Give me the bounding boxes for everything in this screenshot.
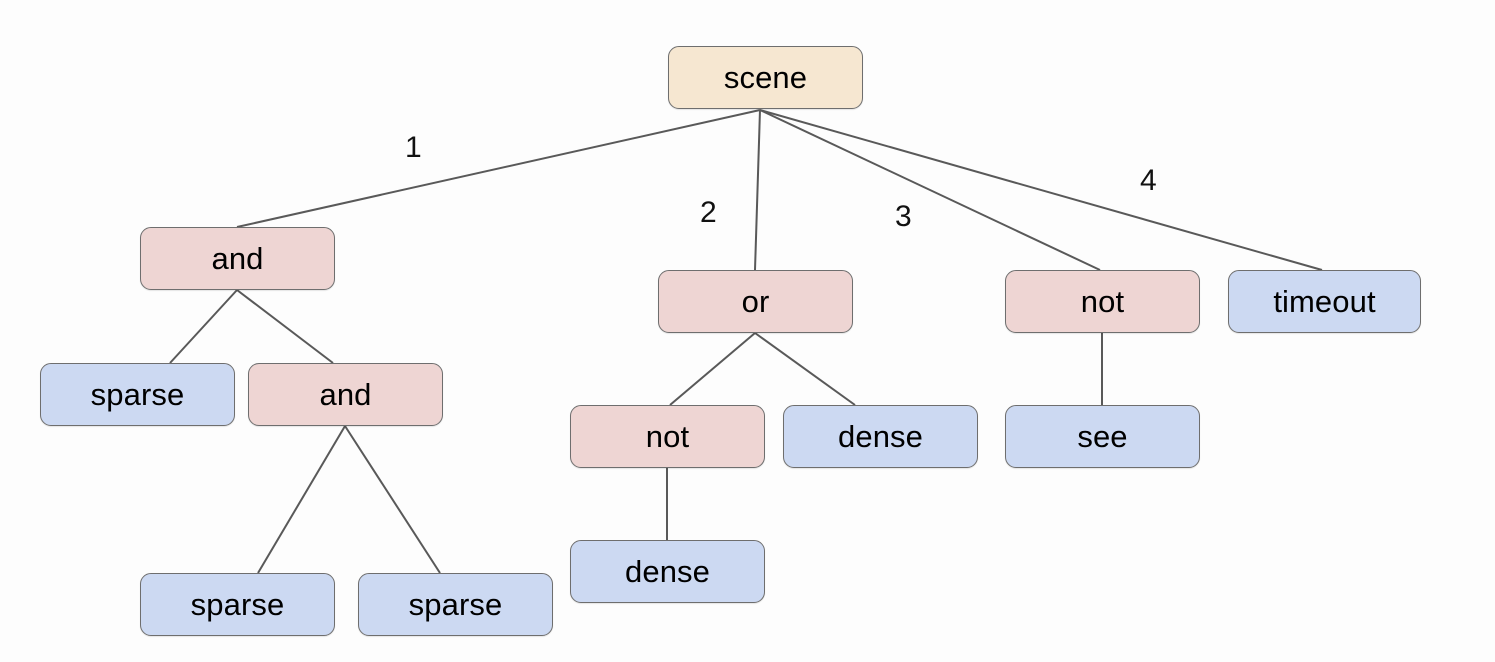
tree-node-sparse2[interactable]: sparse <box>140 573 335 636</box>
tree-edge <box>754 109 761 271</box>
tree-node-see1[interactable]: see <box>1005 405 1200 468</box>
tree-edge <box>754 332 856 406</box>
tree-edge <box>669 332 756 406</box>
tree-edge <box>169 289 238 364</box>
tree-node-sparse1[interactable]: sparse <box>40 363 235 426</box>
tree-node-label: not <box>645 419 690 454</box>
tree-edge <box>257 425 346 574</box>
tree-node-label: timeout <box>1273 284 1376 319</box>
tree-node-not2[interactable]: not <box>1005 270 1200 333</box>
tree-node-not1[interactable]: not <box>570 405 765 468</box>
tree-node-or1[interactable]: or <box>658 270 853 333</box>
tree-node-dense2[interactable]: dense <box>570 540 765 603</box>
edge-label-1: 1 <box>405 131 422 164</box>
tree-edge <box>236 109 761 228</box>
tree-node-label: sparse <box>190 587 285 622</box>
tree-node-and1[interactable]: and <box>140 227 335 290</box>
edge-label-3: 3 <box>895 200 912 233</box>
tree-node-label: or <box>741 284 770 319</box>
tree-node-timeout1[interactable]: timeout <box>1228 270 1421 333</box>
tree-node-label: scene <box>723 60 808 95</box>
tree-node-label: see <box>1077 419 1128 454</box>
tree-node-label: sparse <box>90 377 185 412</box>
tree-node-scene[interactable]: scene <box>668 46 863 109</box>
tree-node-label: not <box>1080 284 1125 319</box>
tree-edge <box>236 289 334 364</box>
tree-node-dense1[interactable]: dense <box>783 405 978 468</box>
tree-edge <box>344 425 441 574</box>
tree-node-label: dense <box>625 554 710 589</box>
tree-node-label: sparse <box>408 587 503 622</box>
tree-edge <box>759 109 1101 271</box>
edge-label-4: 4 <box>1140 164 1157 197</box>
edge-label-2: 2 <box>700 196 717 229</box>
tree-node-and2[interactable]: and <box>248 363 443 426</box>
tree-node-label: and <box>211 241 264 276</box>
tree-node-label: dense <box>838 419 923 454</box>
tree-node-sparse3[interactable]: sparse <box>358 573 553 636</box>
tree-edge <box>759 109 1323 271</box>
tree-node-label: and <box>319 377 372 412</box>
